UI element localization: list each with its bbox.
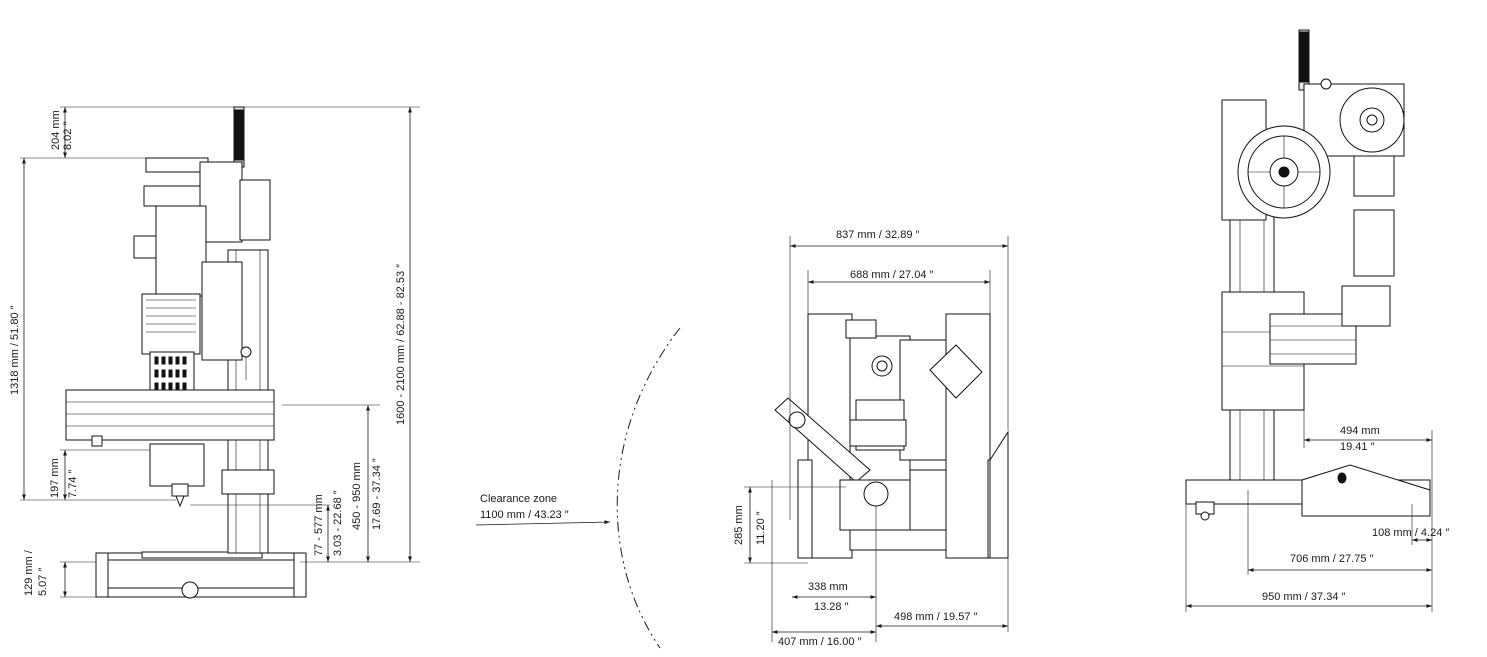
clearance-value: 1100 mm / 43.23 ″: [480, 509, 569, 521]
front-view-machine: [1185, 29, 1431, 521]
dim-right: 498 mm / 19.57 ″: [894, 611, 977, 623]
dim-table-mm: 450 - 950 mm: [351, 462, 363, 530]
top-view-dimensions: 837 mm / 32.89 ″ 688 mm / 27.04 ″ 285 mm…: [733, 229, 1009, 648]
dim-reach-in: 19.41 ″: [1340, 441, 1375, 453]
dim-total-height: 1600 - 2100 mm / 62.88 - 82.53 ″: [395, 264, 407, 425]
dim-total: 950 mm / 37.34 ″: [1262, 591, 1345, 603]
dim-top-in: 8.02 ″: [62, 122, 74, 150]
side-view-machine: [65, 106, 307, 599]
dim-offset-in: 13.28 ″: [814, 601, 849, 613]
dim-table-in: 17.69 - 37.34 ″: [371, 458, 383, 530]
clearance-arc: [616, 327, 681, 649]
dim-reach-mm: 494 mm: [1340, 425, 1380, 437]
side-view-dimensions: [20, 106, 420, 598]
dim-width-outer: 837 mm / 32.89 ″: [836, 229, 919, 241]
dim-column: 1318 mm / 51.80 ″: [9, 305, 21, 395]
dim-stroke-in: 3.03 - 22.68 ″: [332, 490, 344, 556]
dim-mid: 706 mm / 27.75 ″: [1290, 553, 1373, 565]
clearance-label: Clearance zone: [480, 493, 557, 505]
dim-depth-mm: 285 mm: [733, 505, 745, 545]
dim-base-in: 5.07 ″: [37, 568, 49, 596]
top-view: Clearance zone 1100 mm / 43.23 ″: [475, 229, 1009, 649]
dim-width-inner: 688 mm / 27.04 ″: [850, 269, 933, 281]
side-view-labels: 204 mm 8.02 ″ 1318 mm / 51.80 ″ 197 mm 7…: [9, 110, 407, 596]
dim-top-mm: 204 mm: [50, 110, 62, 150]
dim-depth-in: 11.20 ″: [755, 511, 767, 545]
dim-left: 407 mm / 16.00 ″: [778, 636, 861, 648]
side-view: 204 mm 8.02 ″ 1318 mm / 51.80 ″ 197 mm 7…: [9, 106, 420, 599]
dim-base-mm: 129 mm /: [23, 549, 35, 596]
dim-head-in: 7.74 ″: [67, 470, 79, 498]
dim-stroke-mm: 77 - 577 mm: [313, 494, 325, 556]
dim-offset-mm: 338 mm: [808, 581, 848, 593]
dim-head-mm: 197 mm: [49, 458, 61, 498]
dim-foot: 108 mm / 4.24 ″: [1372, 527, 1449, 539]
top-view-machine: [774, 313, 1009, 559]
front-view: 494 mm 19.41 ″ 108 mm / 4.24 ″ 706 mm / …: [1185, 29, 1449, 612]
front-view-dimensions: 494 mm 19.41 ″ 108 mm / 4.24 ″ 706 mm / …: [1185, 410, 1449, 612]
